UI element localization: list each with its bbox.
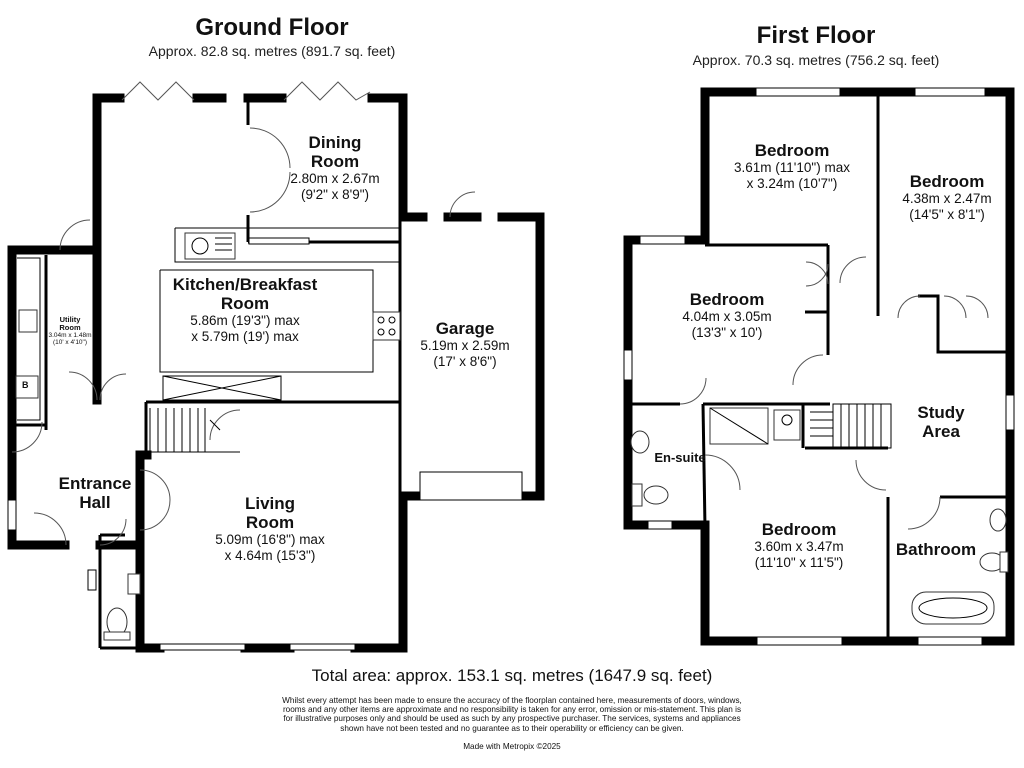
room-dimension: 3.04m x 1.48m — [48, 332, 92, 339]
room-name: Bedroom — [689, 290, 765, 309]
room-dimension: x 4.64m (15'3") — [224, 548, 316, 563]
room-dimension: (14'5" x 8'1") — [909, 207, 985, 222]
room-name: Area — [922, 422, 960, 441]
room-name: Living — [244, 494, 296, 513]
room-name: Room — [220, 294, 270, 313]
ground-floor-title: Ground Floor — [195, 14, 349, 41]
room-dimension: 5.09m (16'8") max — [215, 532, 325, 547]
first-floor-area: Approx. 70.3 sq. metres (756.2 sq. feet) — [692, 52, 940, 68]
room-bathroom: Bathroom — [886, 540, 986, 559]
room-study-area: Study Area — [900, 403, 982, 441]
room-dimension: x 3.24m (10'7") — [746, 176, 838, 191]
room-name: Bathroom — [895, 540, 977, 559]
room-name: En-suite — [654, 450, 706, 465]
total-area: Total area: approx. 153.1 sq. metres (16… — [311, 666, 713, 685]
room-name: Bedroom — [761, 520, 837, 539]
room-dimension: (9'2" x 8'9") — [300, 187, 369, 202]
first-floor-title: First Floor — [756, 22, 876, 49]
room-dimension: x 5.79m (19') max — [191, 329, 299, 344]
first-floor-interior-walls — [628, 95, 1008, 641]
ground-floor-fixtures — [15, 227, 401, 641]
room-dimension: 2.80m x 2.67m — [290, 171, 380, 186]
room-bedroom-left: Bedroom 4.04m x 3.05m (13'3" x 10') — [662, 290, 792, 341]
room-name: Bedroom — [754, 141, 830, 160]
room-name: Dining — [308, 133, 362, 152]
room-ensuite: En-suite — [640, 448, 720, 467]
room-bedroom-bottom: Bedroom 3.60m x 3.47m (11'10" x 11'5") — [724, 520, 874, 571]
room-dining: Dining Room 2.80m x 2.67m (9'2" x 8'9") — [270, 133, 400, 203]
room-entrance-hall: Entrance Hall — [40, 474, 150, 512]
room-name: Hall — [79, 493, 111, 512]
room-dimension: 4.38m x 2.47m — [902, 191, 992, 206]
room-dimension: 4.04m x 3.05m — [682, 309, 772, 324]
room-dimension: 5.86m (19'3") max — [190, 313, 300, 328]
boiler-label: B — [22, 380, 29, 390]
room-name: Utility — [59, 315, 81, 324]
room-dimension: (11'10" x 11'5") — [754, 555, 844, 570]
room-name: Study — [917, 403, 965, 422]
ground-floor-windows — [7, 237, 523, 651]
room-dimension: 3.61m (11'10") max — [734, 160, 850, 175]
room-living: Living Room 5.09m (16'8") max x 4.64m (1… — [190, 494, 350, 564]
room-dimension: 5.19m x 2.59m — [420, 338, 510, 353]
ground-floor-doors — [11, 81, 476, 546]
room-name: Room — [59, 323, 81, 332]
room-name: Garage — [435, 319, 495, 338]
room-dimension: (13'3" x 10') — [691, 325, 763, 340]
credit: Made with Metropix ©2025 — [463, 742, 561, 751]
room-utility: Utility Room 3.04m x 1.48m (10' x 4'10") — [42, 315, 98, 347]
first-floor-doors — [679, 256, 989, 530]
room-dimension: (17' x 8'6") — [433, 354, 497, 369]
room-name: Kitchen/Breakfast — [172, 275, 318, 294]
first-floor-windows — [623, 87, 1015, 646]
ground-floor-area: Approx. 82.8 sq. metres (891.7 sq. feet) — [148, 43, 396, 59]
first-floor-fixtures — [630, 403, 1009, 625]
room-name: Room — [245, 513, 295, 532]
first-floor-walls — [623, 87, 1015, 646]
room-dimension: 3.60m x 3.47m — [754, 539, 844, 554]
room-dimension: (10' x 4'10") — [52, 339, 88, 346]
room-name: Room — [310, 152, 360, 171]
room-garage: Garage 5.19m x 2.59m (17' x 8'6") — [405, 319, 525, 370]
room-name: Bedroom — [909, 172, 985, 191]
room-kitchen: Kitchen/Breakfast Room 5.86m (19'3") max… — [155, 275, 335, 345]
ground-floor-stairs — [149, 408, 240, 453]
disclaimer: Whilst every attempt has been made to en… — [282, 696, 742, 733]
ground-floor-interior-walls — [12, 98, 402, 650]
room-name: Entrance — [58, 474, 132, 493]
room-bedroom-top: Bedroom 3.61m (11'10") max x 3.24m (10'7… — [712, 141, 872, 192]
room-bedroom-right: Bedroom 4.38m x 2.47m (14'5" x 8'1") — [882, 172, 1012, 223]
first-floor-stairs — [810, 403, 892, 449]
